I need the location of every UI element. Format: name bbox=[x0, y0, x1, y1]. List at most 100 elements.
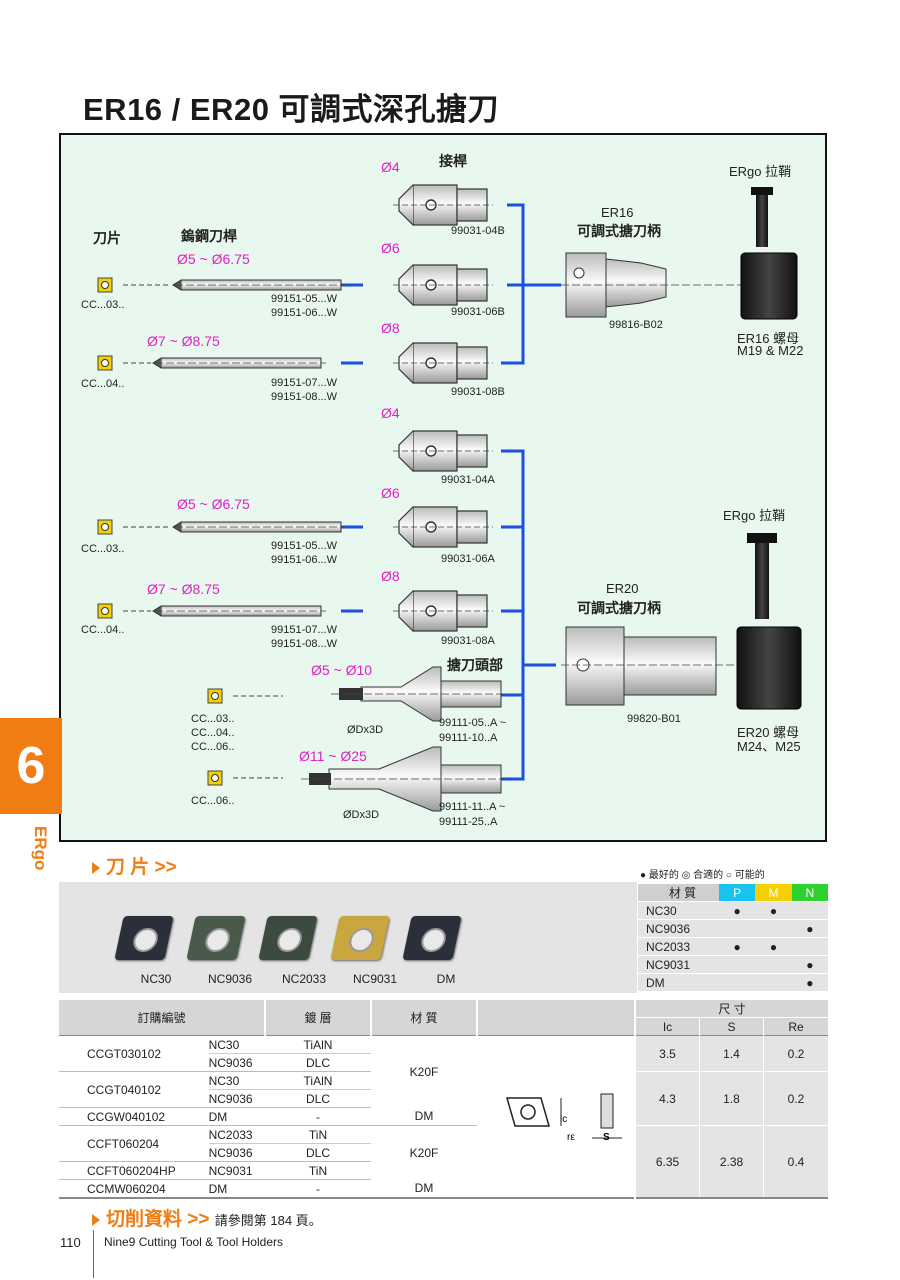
bar-code-07-a: 99151-07...W bbox=[271, 624, 338, 636]
dim-ic: 4.3 bbox=[634, 1071, 700, 1126]
col-order-number: 訂購編號 bbox=[59, 1000, 265, 1036]
table-row: NC9036 DLC bbox=[59, 1143, 828, 1162]
coating-cell: DLC bbox=[265, 1053, 371, 1072]
adapter-code-06a: 99031-06A bbox=[441, 553, 495, 565]
table-row: NC9036 DLC bbox=[59, 1089, 828, 1108]
insert-grade-image bbox=[330, 916, 390, 960]
suitability-cell: ● bbox=[755, 937, 792, 956]
grade-cell: NC9036 bbox=[208, 1053, 265, 1072]
grade-name-cell: DM bbox=[638, 973, 719, 992]
coating-cell: DLC bbox=[265, 1143, 371, 1162]
phi-4-b: Ø4 bbox=[381, 159, 400, 175]
insert-section-heading: 刀 片 >> bbox=[92, 852, 177, 879]
label-pull-stud-er20: ERgo 拉鞘 bbox=[723, 508, 786, 523]
dim-ic: 6.35 bbox=[634, 1125, 700, 1198]
insert-sketch: ic rε S bbox=[477, 1036, 635, 1199]
insert-cc03-a: CC...03.. bbox=[81, 543, 125, 555]
table-row: CCFT060204 NC2033 TiN K20F 6.35 2.38 0.4 bbox=[59, 1125, 828, 1198]
col-coating: 鍍 層 bbox=[264, 1000, 371, 1036]
col-ic: Ic bbox=[634, 1017, 700, 1036]
label-er20-holder-2: 可調式搪刀柄 bbox=[577, 600, 661, 616]
material-m: M bbox=[755, 884, 792, 902]
play-arrow-icon bbox=[92, 861, 100, 874]
nut-er16-label-1: ER16 螺母 bbox=[737, 331, 800, 346]
table-row: CCGW040102 DM - DM bbox=[59, 1107, 828, 1126]
order-code: CCGT030102 bbox=[59, 1035, 209, 1072]
dim-re: 0.2 bbox=[763, 1071, 828, 1126]
material-cell: K20F bbox=[409, 1064, 439, 1079]
dim-s: 1.8 bbox=[699, 1071, 764, 1126]
material-n: N bbox=[791, 884, 828, 902]
rating-legend: ● 最好的 ◎ 合適的 ○ 可能的 bbox=[640, 870, 765, 881]
nut-er20-label-2: M24、M25 bbox=[737, 739, 801, 754]
chapter-side-label: ERgo bbox=[31, 826, 50, 871]
grade-name-cell: NC30 bbox=[638, 901, 719, 920]
dim-s: 1.4 bbox=[699, 1035, 764, 1072]
order-code: CCMW060204 bbox=[87, 1181, 166, 1196]
dim-ic: 3.5 bbox=[634, 1035, 700, 1072]
grade-cell: NC9036 bbox=[208, 1089, 265, 1108]
head-code-b2: 99111-25..A bbox=[439, 816, 498, 828]
bar-code-07: 99151-07...W bbox=[271, 377, 338, 389]
dim-re: 0.4 bbox=[763, 1125, 828, 1198]
order-code: CCFT060204 bbox=[59, 1125, 209, 1162]
grade-label: DM bbox=[436, 972, 456, 986]
coating-cell: - bbox=[316, 1181, 320, 1196]
suitability-cell bbox=[718, 973, 756, 992]
bar-code-08-a: 99151-08...W bbox=[271, 638, 338, 650]
footer-divider bbox=[93, 1230, 94, 1278]
adapter-code-04a: 99031-04A bbox=[441, 474, 495, 486]
coating-cell: TiN bbox=[265, 1125, 371, 1144]
grade-cell: NC30 bbox=[208, 1035, 265, 1054]
order-code: CCGW040102 bbox=[59, 1107, 209, 1126]
insert-cc04-a: CC...04.. bbox=[81, 624, 125, 636]
material-cell: DM bbox=[414, 1181, 434, 1196]
range-5-675-a: Ø5 ~ Ø6.75 bbox=[177, 496, 250, 512]
phi-4-a: Ø4 bbox=[381, 405, 400, 421]
material-cell: K20F bbox=[409, 1145, 439, 1160]
insert-grade-image bbox=[186, 916, 246, 960]
table-row: CCMW060204 DM - DM bbox=[59, 1180, 828, 1198]
grade-row: DM● bbox=[638, 973, 828, 992]
material-suitability-table: 材 質 P M N NC30●●NC9036●NC2033●●NC9031●DM… bbox=[638, 884, 828, 992]
grade-cell: NC2033 bbox=[208, 1125, 265, 1144]
nut-er20-label-1: ER20 螺母 bbox=[737, 725, 800, 740]
footer-brand: Nine9 Cutting Tool & Tool Holders bbox=[104, 1235, 283, 1249]
grade-row: NC30●● bbox=[638, 901, 828, 920]
table-row: NC9036 DLC bbox=[59, 1053, 828, 1072]
range-11-25: Ø11 ~ Ø25 bbox=[299, 748, 367, 764]
coating-cell: TiAlN bbox=[265, 1071, 371, 1090]
col-size: 尺 寸 bbox=[634, 1000, 828, 1018]
head-code-a2: 99111-10..A bbox=[439, 732, 498, 744]
suitability-cell: ● bbox=[755, 901, 792, 920]
grade-cell: DM bbox=[208, 1181, 228, 1196]
head-code-a1: 99111-05..A ~ bbox=[439, 717, 507, 729]
page-number: 110 bbox=[60, 1235, 81, 1250]
bar-code-06-a: 99151-06...W bbox=[271, 554, 338, 566]
play-arrow-icon bbox=[92, 1213, 100, 1226]
col-sketch bbox=[476, 1000, 635, 1036]
grade-row: NC9036● bbox=[638, 919, 828, 938]
insert-grade-image bbox=[402, 916, 462, 960]
dim-dx3d-1: ØDx3D bbox=[347, 724, 384, 736]
bar-code-08: 99151-08...W bbox=[271, 391, 338, 403]
sketch-re-label: rε bbox=[567, 1132, 575, 1143]
phi-8-b: Ø8 bbox=[381, 320, 400, 336]
sketch-ic-label: ic bbox=[560, 1114, 567, 1125]
dim-s: 2.38 bbox=[699, 1125, 764, 1198]
label-er20-holder-1: ER20 bbox=[606, 581, 639, 596]
dim-re: 0.2 bbox=[763, 1035, 828, 1072]
range-5-675-b: Ø5 ~ Ø6.75 bbox=[177, 251, 250, 267]
bar-code-05-a: 99151-05...W bbox=[271, 540, 338, 552]
suitability-cell: ● bbox=[718, 901, 756, 920]
order-code: CCGT040102 bbox=[59, 1071, 209, 1108]
grade-label: NC30 bbox=[140, 972, 172, 986]
page-title: ER16 / ER20 可調式深孔搪刀 bbox=[83, 92, 500, 127]
label-adapter: 接桿 bbox=[439, 153, 467, 169]
insert-cc04-b: CC...04.. bbox=[81, 378, 125, 390]
table-row: CCGT040102 NC30 TiAlN 4.3 1.8 0.2 bbox=[59, 1071, 828, 1126]
label-er16-holder-1: ER16 bbox=[601, 205, 634, 220]
insert-cc03-b: CC...03.. bbox=[81, 299, 125, 311]
dim-dx3d-2: ØDx3D bbox=[343, 809, 380, 821]
grade-label: NC2033 bbox=[281, 972, 327, 986]
